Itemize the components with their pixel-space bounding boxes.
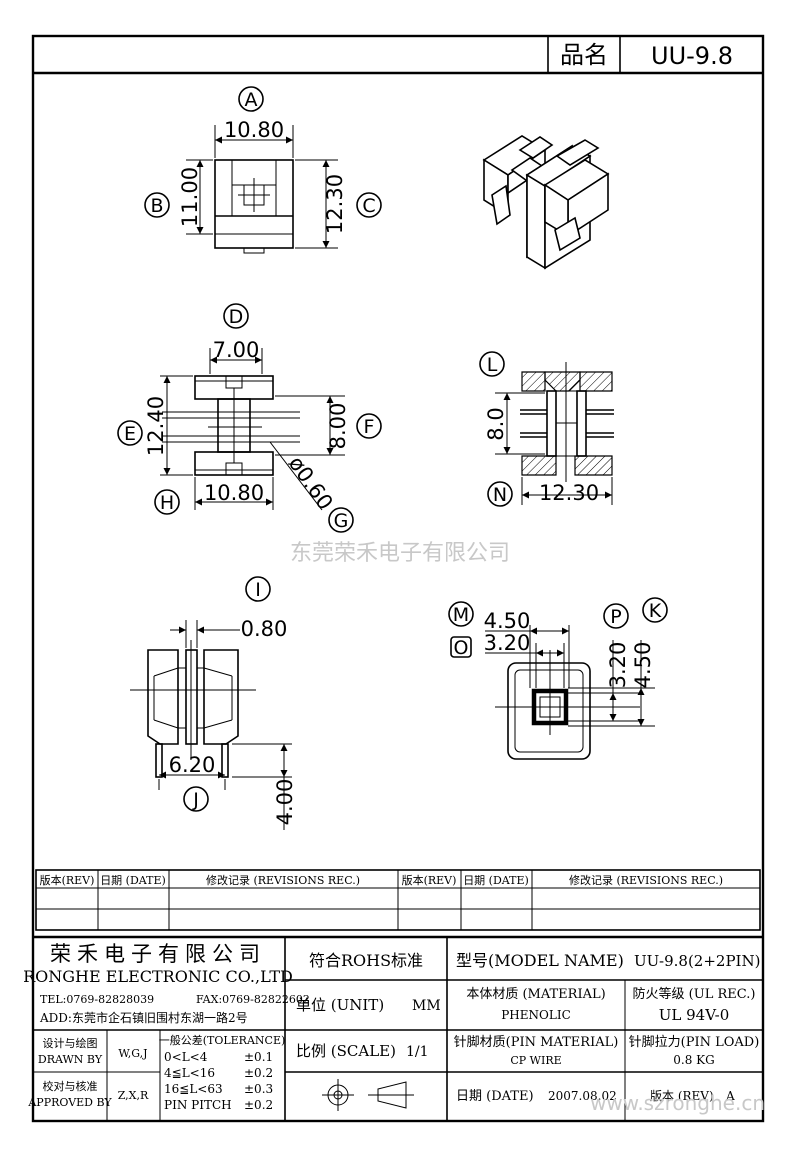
company-tel: TEL:0769-82828039 (40, 993, 154, 1006)
company-name-en: RONGHE ELECTRONIC CO.,LTD (23, 967, 293, 986)
callout-m: M (453, 604, 469, 626)
tol-range-3: 16≦L<63 (164, 1082, 223, 1096)
callout-e: E (124, 423, 136, 445)
tolerance-title: 一般公差(TOLERANCE) (159, 1033, 286, 1047)
name-label: 品名 (560, 41, 608, 69)
tol-value-1: ±0.1 (244, 1050, 273, 1064)
view-top-front: 10.80 A 11.00 B 12.30 C (144, 86, 382, 254)
callout-k: K (649, 600, 662, 622)
dim-o: 3.20 (484, 631, 531, 655)
callout-i: I (255, 579, 261, 601)
tol-value-2: ±0.2 (244, 1066, 273, 1080)
revision-table: 版本(REV) 日期 (DATE) 修改记录 (REVISIONS REC.) … (35, 869, 761, 931)
callout-b: B (150, 195, 163, 217)
callout-h: H (160, 492, 174, 514)
rev-header-3: 修改记录 (REVISIONS REC.) (206, 873, 360, 887)
pin-material-value: CP WIRE (510, 1054, 561, 1067)
projection-symbol-icon (322, 1079, 414, 1111)
dim-a: 10.80 (224, 118, 284, 142)
title-block: 荣禾电子有限公司 RONGHE ELECTRONIC CO.,LTD TEL:0… (23, 935, 765, 1121)
tol-range-1: 0<L<4 (164, 1050, 208, 1064)
rev-header-6: 修改记录 (REVISIONS REC.) (569, 873, 723, 887)
rev-value: A (725, 1089, 735, 1103)
dim-j: 6.20 (169, 753, 216, 777)
dim-c: 12.30 (323, 174, 347, 234)
approved-by-en: APPROVED BY (27, 1096, 112, 1109)
material-value: PHENOLIC (501, 1008, 571, 1022)
dim-i: 0.80 (241, 617, 288, 641)
drawn-by-value: W,G,J (118, 1047, 147, 1060)
sheet-border (31, 34, 765, 1123)
callout-j: J (192, 789, 199, 811)
dim-j2: 4.00 (273, 779, 297, 826)
dim-b: 11.00 (178, 167, 202, 227)
callout-c: C (362, 195, 375, 217)
pin-load-value: 0.8 KG (673, 1053, 714, 1067)
name-value: UU-9.8 (651, 42, 733, 70)
pin-load-label: 针脚拉力(PIN LOAD) (629, 1034, 760, 1050)
callout-d: D (229, 306, 244, 328)
material-label: 本体材质 (MATERIAL) (466, 987, 605, 1002)
scale-value: 1/1 (406, 1044, 429, 1060)
watermark-company: 东莞荣禾电子有限公司 (290, 541, 510, 566)
dim-m: 4.50 (484, 609, 531, 633)
callout-o: O (454, 637, 469, 659)
scale-label: 比例 (SCALE) (296, 1042, 396, 1060)
callout-f: F (364, 416, 375, 438)
rev-header-5: 日期 (DATE) (463, 874, 529, 887)
view-side: 0.80 I 6.20 J 4.00 (130, 576, 297, 830)
dim-n: 12.30 (539, 481, 599, 505)
tol-range-2: 4≦L<16 (164, 1066, 215, 1080)
pin-material-label: 针脚材质(PIN MATERIAL) (454, 1034, 619, 1050)
drawn-by-en: DRAWN BY (38, 1053, 103, 1066)
rev-label: 版本 (REV) (650, 1089, 714, 1103)
rev-header-2: 日期 (DATE) (100, 874, 166, 887)
callout-l: L (487, 354, 498, 376)
dim-l: 8.0 (484, 407, 508, 440)
tol-value-3: ±0.3 (244, 1082, 273, 1096)
dim-g: ø0.60 (284, 452, 338, 515)
view-section: 8.0 L 12.30 N (479, 351, 614, 507)
dim-d: 7.00 (213, 338, 260, 362)
model-value: UU-9.8(2+2PIN) (634, 952, 760, 970)
dim-p: 3.20 (606, 642, 630, 689)
unit-label: 单位 (UNIT) (296, 996, 384, 1014)
dim-k: 4.50 (631, 642, 655, 689)
approved-by-cn: 校对与核准 (43, 1079, 98, 1093)
watermark-url: www.szronghe.cn (590, 1091, 765, 1115)
company-name-cn: 荣禾电子有限公司 (50, 942, 266, 966)
callout-g: G (334, 510, 349, 532)
callout-p: P (610, 606, 621, 628)
date-value: 2007.08.02 (548, 1089, 617, 1103)
model-label: 型号(MODEL NAME) (456, 951, 624, 970)
view-isometric (482, 135, 610, 270)
company-address: ADD:东莞市企石镇旧围村东湖一路2号 (39, 1010, 248, 1025)
rohs-text: 符合ROHS标准 (309, 951, 423, 970)
callout-a: A (245, 89, 258, 111)
dim-h: 10.80 (204, 481, 264, 505)
view-bottom: 4.50 M 3.20 O 3.20 P 4.50 K (448, 597, 668, 760)
date-label: 日期 (DATE) (456, 1089, 534, 1104)
callout-n: N (493, 484, 507, 506)
rev-header-1: 版本(REV) (40, 873, 95, 887)
ul-label: 防火等级 (UL REC.) (633, 986, 756, 1002)
view-front: 7.00 D 12.40 E 8.00 F 10.80 H ø0.60 G (117, 303, 382, 533)
approved-by-value: Z,X,R (118, 1089, 149, 1102)
drawn-by-cn: 设计与绘图 (43, 1036, 98, 1050)
dim-f: 8.00 (326, 403, 350, 450)
unit-value: MM (412, 998, 441, 1014)
tol-value-4: ±0.2 (244, 1098, 273, 1112)
dim-e: 12.40 (144, 396, 168, 456)
tol-range-4: PIN PITCH (164, 1098, 232, 1112)
company-fax: FAX:0769-82822602 (196, 993, 310, 1006)
rev-header-4: 版本(REV) (402, 873, 457, 887)
ul-value: UL 94V-0 (659, 1006, 730, 1024)
